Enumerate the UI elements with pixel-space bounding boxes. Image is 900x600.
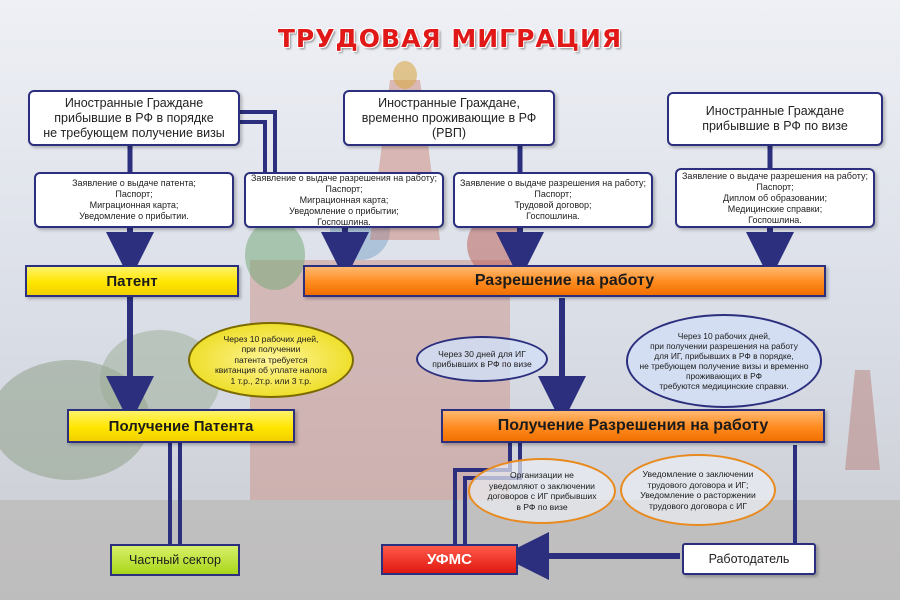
group-visa-free-box: Иностранные Граждане прибывшие в РФ в по…	[28, 90, 240, 146]
permit-documents-rvp-box: Заявление о выдаче разрешения на работу;…	[453, 172, 653, 228]
group-visa-box: Иностранные Граждане прибывшие в РФ по в…	[667, 92, 883, 146]
medical-certificates-note: Через 10 рабочих дней, при получении раз…	[626, 314, 822, 408]
private-sector-box: Частный сектор	[110, 544, 240, 576]
patent-tax-note: Через 10 рабочих дней, при получении пат…	[188, 322, 354, 398]
employer-box: Работодатель	[682, 543, 816, 575]
work-permit-receipt-stage: Получение Разрешения на работу	[441, 409, 825, 443]
patent-stage: Патент	[25, 265, 239, 297]
ufms-box: УФМС	[381, 544, 518, 575]
orgs-not-notify-note: Организации не уведомляют о заключении д…	[468, 458, 616, 524]
group-rvp-box: Иностранные Граждане, временно проживающ…	[343, 90, 555, 146]
permit-documents-visa-free-box: Заявление о выдаче разрешения на работу;…	[244, 172, 444, 228]
contract-notification-note: Уведомление о заключении трудового догов…	[620, 454, 776, 526]
patent-documents-box: Заявление о выдаче патента; Паспорт; Миг…	[34, 172, 234, 228]
page-title: ТРУДОВАЯ МИГРАЦИЯ	[277, 24, 623, 53]
visa-30-days-note: Через 30 дней для ИГ прибывших в РФ по в…	[416, 336, 548, 382]
patent-receipt-stage: Получение Патента	[67, 409, 295, 443]
permit-documents-visa-box: Заявление о выдаче разрешения на работу;…	[675, 168, 875, 228]
work-permit-stage: Разрешение на работу	[303, 265, 826, 297]
